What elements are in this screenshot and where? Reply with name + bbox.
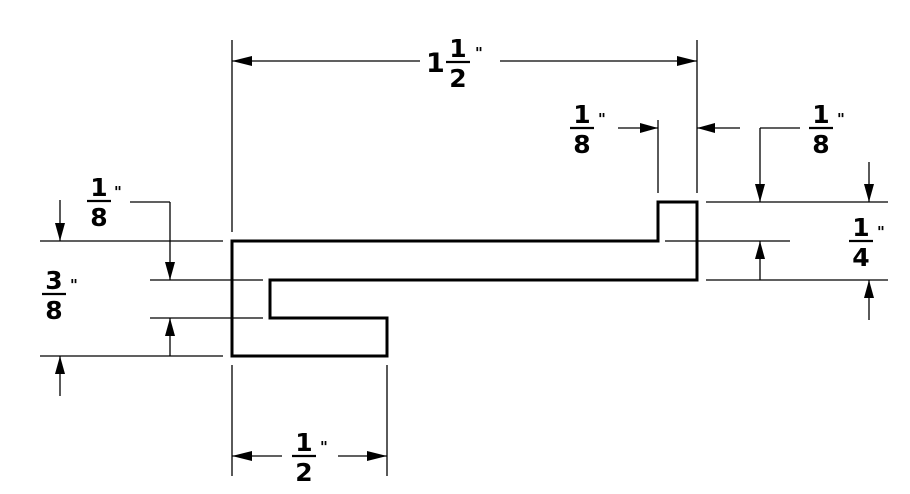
dimension-whole: 1 (426, 48, 445, 79)
arrowhead-left (232, 56, 252, 66)
dimension-bottom-width: 1 2 " (231, 365, 388, 487)
dimension-overall-width: 1 1 2 " (231, 34, 698, 232)
arrowhead-right (367, 451, 387, 461)
dimension-right-heights: 1 8 " 1 4 " (665, 100, 888, 320)
dimension-numerator: 1 (573, 100, 590, 129)
arrowhead-right (677, 56, 697, 66)
dimension-denominator: 2 (295, 458, 312, 487)
dimension-numerator: 1 (90, 173, 107, 202)
dimension-unit: " (114, 183, 122, 201)
dimension-denominator: 8 (573, 130, 590, 159)
dimension-numerator: 1 (295, 428, 312, 457)
dimension-denominator: 2 (449, 64, 466, 93)
dimension-numerator: 1 (812, 100, 829, 129)
dimension-denominator: 8 (45, 296, 62, 325)
dimension-tab-width: 1 8 " (570, 100, 740, 193)
arrowhead-up (755, 241, 765, 259)
dimension-unit: " (837, 110, 845, 128)
dimension-denominator: 8 (812, 130, 829, 159)
arrowhead-up (864, 280, 874, 298)
dimension-unit: " (320, 438, 328, 456)
dimension-numerator: 3 (45, 266, 62, 295)
dimension-unit: " (877, 223, 885, 241)
arrowhead-down (55, 223, 65, 241)
arrowhead-left (232, 451, 252, 461)
arrowhead-down (864, 184, 874, 202)
arrowhead-right (640, 123, 658, 133)
part-outline (230, 200, 699, 358)
dimension-denominator: 8 (90, 203, 107, 232)
dimension-denominator: 4 (852, 243, 869, 272)
dimension-top-thickness: 1 8 " (40, 173, 263, 281)
dimension-left-height: 3 8 " (40, 266, 263, 396)
arrowhead-down (165, 262, 175, 280)
dimension-numerator: 1 (852, 213, 869, 242)
dimension-numerator: 1 (449, 34, 466, 63)
arrowhead-left (697, 123, 715, 133)
dimension-unit: " (598, 110, 606, 128)
arrowhead-up (165, 318, 175, 336)
arrowhead-up (55, 356, 65, 374)
dimension-unit: " (475, 44, 483, 62)
dimension-unit: " (70, 276, 78, 294)
arrowhead-down (755, 184, 765, 202)
